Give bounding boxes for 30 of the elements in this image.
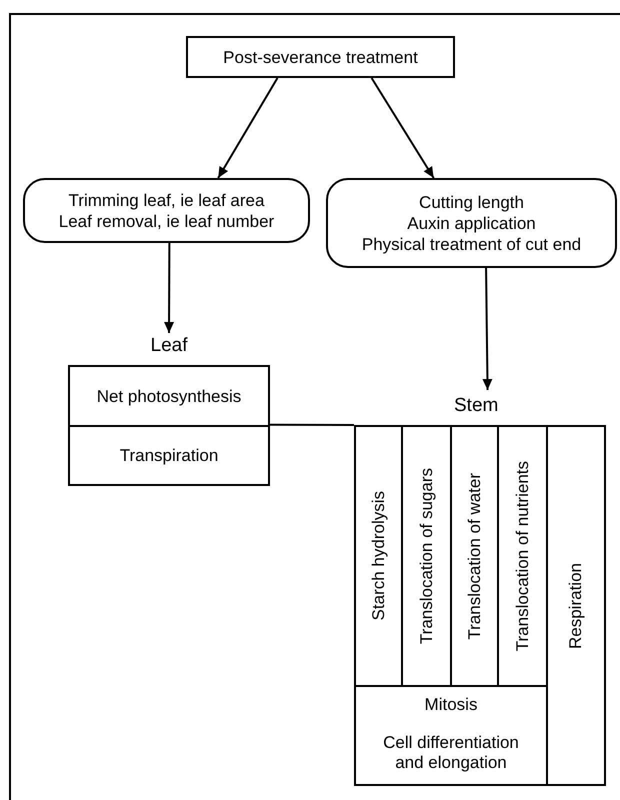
box-text: Trimming leaf, ie leaf area bbox=[68, 190, 264, 210]
box-text: Cell differentiation and elongation bbox=[382, 733, 520, 773]
column-text: Translocation of water bbox=[464, 472, 484, 640]
arrow bbox=[164, 243, 174, 333]
section-heading: Leaf bbox=[150, 334, 188, 358]
column-text: Translocation of nutrients bbox=[512, 460, 532, 652]
column-text: Translocation of sugars bbox=[416, 468, 436, 644]
process-column bbox=[354, 425, 403, 687]
box-text: Cutting length bbox=[419, 192, 524, 212]
section-heading: Stem bbox=[454, 394, 498, 418]
box-text: Post-severance treatment bbox=[223, 46, 418, 68]
rounded-box bbox=[326, 178, 617, 268]
box-text: Transpiration bbox=[120, 445, 218, 466]
arrow bbox=[370, 77, 435, 179]
column-text: Starch hydrolysis bbox=[368, 491, 388, 621]
process-cell bbox=[68, 365, 270, 427]
process-cell bbox=[68, 425, 270, 486]
process-cell bbox=[354, 685, 548, 786]
box-text: Mitosis bbox=[424, 695, 478, 715]
process-column bbox=[546, 425, 606, 786]
process-box bbox=[186, 36, 455, 78]
box-text: Leaf removal, ie leaf number bbox=[58, 210, 274, 232]
rounded-box bbox=[23, 178, 310, 243]
box-text: Net photosynthesis bbox=[96, 386, 242, 406]
box-text: Auxin application bbox=[407, 212, 536, 234]
box-text: Physical treatment of cut end bbox=[362, 234, 582, 254]
arrow bbox=[217, 77, 278, 179]
connector-line bbox=[270, 424, 354, 426]
column-text: Respiration bbox=[566, 562, 586, 648]
arrow bbox=[482, 268, 492, 390]
